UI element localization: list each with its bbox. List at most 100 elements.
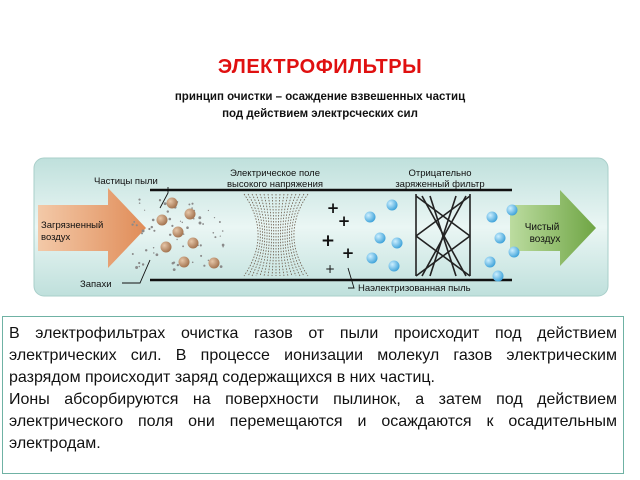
dust-particle <box>184 208 196 220</box>
dust-speck <box>168 217 172 221</box>
ionization-field-lines <box>243 193 309 277</box>
field-line <box>291 193 305 277</box>
plus-sign: + <box>342 244 355 262</box>
page-title: ЭЛЕКТРОФИЛЬТРЫ <box>217 56 423 78</box>
plus-sign: + <box>338 212 351 230</box>
dust-speck <box>163 202 167 206</box>
dust-speck <box>191 207 193 209</box>
dust-speck <box>171 224 174 227</box>
plus-signs: + + + + + <box>321 199 354 276</box>
dust-speck <box>144 249 148 252</box>
dust-particle <box>178 256 190 268</box>
dust-speck <box>221 230 224 232</box>
dust-particle <box>156 214 168 226</box>
field-line <box>293 193 309 277</box>
charged-particle <box>391 237 403 249</box>
dust-speck <box>153 252 155 254</box>
dust-speck <box>133 220 136 223</box>
charged-particle <box>388 260 400 272</box>
dust-speck <box>179 220 182 222</box>
charged-particle <box>508 246 520 258</box>
dust-speck <box>141 229 145 233</box>
dust-speck <box>199 244 202 247</box>
dust-speck <box>148 227 151 231</box>
charged-particle <box>486 211 498 223</box>
dust-speck <box>219 265 223 268</box>
charged-particle <box>366 252 378 264</box>
description-paragraph-2: Ионы абсорбируются на поверхности пылино… <box>9 391 617 452</box>
charged-particle <box>494 232 506 244</box>
charged-particle <box>374 232 386 244</box>
field-line <box>247 193 261 277</box>
electric-field-label-line-1: Электрическое поле <box>230 168 320 179</box>
dust-speck <box>141 263 145 266</box>
dust-particles-label: Частицы пыли <box>94 176 158 187</box>
dust-speck <box>218 221 221 223</box>
dust-speck <box>168 233 172 237</box>
leader-lines <box>122 187 355 289</box>
charged-particles <box>364 199 520 282</box>
dust-speck <box>135 224 138 227</box>
dust-speck <box>222 246 224 248</box>
dust-speck <box>155 253 159 257</box>
plus-sign: + <box>321 231 335 251</box>
electric-field-label-line-2: высокого напряжения <box>227 179 323 190</box>
dust-speck <box>131 252 134 256</box>
charged-particle <box>386 199 398 211</box>
field-line <box>259 193 268 277</box>
dust-speck <box>200 254 203 257</box>
dust-speck <box>152 246 155 249</box>
dust-speck <box>150 225 154 229</box>
clean-air-label-line-2: воздух <box>530 234 561 245</box>
dust-speck <box>176 263 180 267</box>
field-line <box>284 193 293 277</box>
dust-speck <box>221 243 225 247</box>
plus-sign: + <box>327 199 340 217</box>
dust-particle <box>166 197 178 209</box>
dust-speck <box>171 262 175 265</box>
field-line <box>251 193 263 277</box>
plus-sign: + <box>325 262 335 276</box>
dust-speck <box>172 268 176 271</box>
dust-speck <box>131 223 134 226</box>
field-line <box>289 193 301 277</box>
dust-particle <box>187 237 199 249</box>
dust-speck <box>207 259 210 262</box>
charged-particle <box>484 256 496 268</box>
dust-speck <box>176 238 178 241</box>
polluted-air-label-line-2: воздух <box>41 232 71 243</box>
dust-speck <box>207 209 210 212</box>
field-line <box>243 193 259 277</box>
dust-speck <box>203 264 206 267</box>
dust-speck <box>212 231 215 234</box>
dust-speck <box>198 216 202 220</box>
description-paragraph-1: В электрофильтрах очистка газов от пыли … <box>9 325 617 386</box>
dust-speck <box>198 221 202 225</box>
field-line <box>286 193 297 277</box>
dust-particles <box>156 197 220 269</box>
dust-speck <box>138 202 141 204</box>
charged-dust-label: Наэлектризованная пыль <box>358 283 471 294</box>
dust-speck <box>193 218 195 220</box>
dust-speck <box>191 202 194 205</box>
fine-dust-specks <box>131 198 225 271</box>
odors-label: Запахи <box>80 279 112 290</box>
dust-particle <box>208 257 220 269</box>
dust-speck <box>214 236 217 239</box>
filter-label-line-1: Отрицательно <box>408 168 471 179</box>
filter-mesh <box>415 194 471 277</box>
dust-speck <box>151 218 155 222</box>
clean-air-arrow <box>510 190 596 266</box>
page-subtitle-line-2: под действием электрсческих сил <box>222 108 418 120</box>
dust-speck <box>153 229 156 232</box>
dust-speck <box>181 221 184 224</box>
dust-speck <box>202 223 205 225</box>
polluted-air-arrow <box>38 188 146 268</box>
dust-speck <box>213 216 216 219</box>
dust-speck <box>219 235 221 237</box>
dust-speck <box>141 232 143 235</box>
dust-speck <box>182 245 185 248</box>
dust-speck <box>144 209 146 211</box>
dust-speck <box>138 265 141 268</box>
